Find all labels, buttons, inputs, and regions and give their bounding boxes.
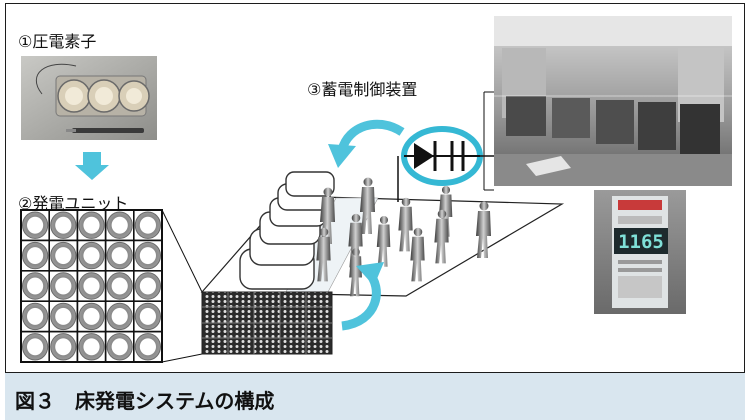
label-generation-unit: ②発電ユニット [18, 194, 129, 213]
unit-ring-element [106, 211, 133, 239]
diagram-canvas: 1165 [20, 16, 732, 363]
label-storage-control-device: ③蓄電制御装置 [307, 80, 418, 99]
unit-cell [133, 330, 163, 363]
down-arrow-icon [75, 152, 109, 180]
person-silhouette [360, 177, 375, 234]
unit-ring-element [134, 302, 161, 331]
diode-capacitor-symbol [404, 141, 480, 171]
unit-ring-element [134, 272, 161, 300]
unit-ring-element [22, 272, 49, 300]
unit-ring-element [106, 272, 133, 300]
generation-unit-grid [20, 209, 163, 363]
unit-ring-element [50, 241, 77, 270]
unit-ring-element [78, 333, 105, 361]
unit-ring-element [22, 333, 49, 361]
person-silhouette [376, 215, 391, 267]
floor-tile-block [201, 291, 333, 355]
curved-arrow-head-icon [328, 144, 356, 168]
unit-ring-element [22, 241, 49, 270]
piezo-element-photo [21, 56, 157, 140]
unit-ring-element [134, 241, 161, 270]
unit-ring-element [106, 302, 133, 331]
person-silhouette [398, 197, 413, 252]
connector-line [161, 209, 203, 293]
connector-line [161, 353, 203, 363]
unit-ring-element [22, 302, 49, 331]
figure-panel: 1165 ①圧電素子 ②発電ユニット ③蓄電制御装置 [5, 3, 745, 373]
display-panel-photo: 1165 [594, 190, 686, 314]
unit-ring-element [106, 333, 133, 361]
curved-arrow-down-icon [337, 119, 405, 152]
unit-ring-element [78, 302, 105, 331]
unit-ring-element [134, 333, 161, 361]
unit-ring-element [50, 211, 77, 239]
curved-arrow-head-icon [356, 262, 384, 286]
figure-caption: 図３ 床発電システムの構成 [15, 389, 275, 413]
pedestrians [316, 177, 491, 297]
person-silhouette [434, 209, 449, 264]
unit-ring-element [50, 302, 77, 331]
unit-ring-element [22, 211, 49, 239]
person-silhouette [348, 213, 363, 268]
unit-ring-element [78, 211, 105, 239]
unit-ring-element [50, 272, 77, 300]
person-silhouette [410, 227, 425, 282]
panel-digital-display: 1165 [618, 231, 664, 253]
unit-ring-element [134, 211, 161, 239]
unit-ring-element [78, 241, 105, 270]
person-silhouette [476, 201, 491, 258]
unit-ring-element [50, 333, 77, 361]
station-gate-photo [494, 16, 732, 186]
unit-ring-element [106, 241, 133, 270]
person-silhouette [316, 227, 331, 282]
caption-bar: 図３ 床発電システムの構成 [5, 373, 745, 420]
ticket-gates [239, 171, 335, 290]
label-piezo-element: ①圧電素子 [18, 32, 97, 51]
unit-ring-element [78, 272, 105, 300]
